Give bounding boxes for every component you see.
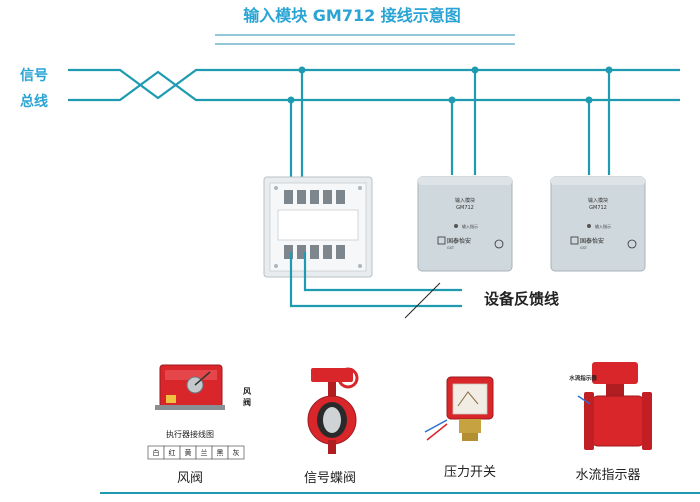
feedback-wire-a bbox=[289, 252, 462, 308]
module-3-led bbox=[587, 224, 591, 228]
junction bbox=[448, 96, 456, 104]
signal-bus bbox=[68, 68, 680, 192]
butterfly-valve-image bbox=[307, 367, 359, 454]
module-2-logo-box bbox=[437, 236, 446, 245]
module-3-model: GM712 bbox=[589, 205, 607, 211]
terminal-label: 白 bbox=[153, 448, 160, 457]
feedback-label: 设备反馈线 bbox=[484, 290, 559, 308]
module-3-indicator: 输入指示 bbox=[595, 223, 611, 229]
module-2-led bbox=[454, 224, 458, 228]
junction bbox=[287, 96, 295, 104]
input-module-2: 输入模块 GM712 输入指示 国泰怡安 GST bbox=[417, 176, 513, 272]
actuator-diagram-title: 执行器接线图 bbox=[166, 429, 214, 439]
junction bbox=[585, 96, 593, 104]
terminal-label: 灰 bbox=[233, 448, 240, 457]
module-2-ce-mark bbox=[494, 239, 504, 249]
module-2-brand-en: GST bbox=[447, 246, 455, 250]
terminal-label: 兰 bbox=[201, 448, 208, 457]
terminal-row-bottom bbox=[284, 245, 345, 259]
bus-label-bus: 总线 bbox=[20, 93, 48, 110]
module-2-name: 输入模块 bbox=[455, 197, 475, 204]
junction bbox=[298, 66, 306, 74]
module-3-brand-en: GST bbox=[580, 246, 588, 250]
terminal-label: 红 bbox=[169, 448, 176, 457]
feedback-wires bbox=[289, 252, 462, 308]
bus-label-signal: 信号 bbox=[20, 67, 48, 84]
terminal-row-top bbox=[284, 190, 345, 204]
module-3-name: 输入模块 bbox=[588, 197, 608, 204]
input-module-3: 输入模块 GM712 输入指示 国泰怡安 GST bbox=[550, 176, 646, 272]
junction bbox=[471, 66, 479, 74]
junction bbox=[605, 66, 613, 74]
bus-line-upper bbox=[68, 68, 680, 100]
module-2-indicator: 输入指示 bbox=[462, 223, 478, 229]
fire-damper-side-label-2: 阀 bbox=[243, 397, 251, 407]
bus-junctions bbox=[287, 66, 613, 104]
device-label-water-flow-indicator: 水流指示器 bbox=[575, 468, 640, 483]
feedback-wire-b bbox=[303, 252, 462, 292]
module-base-open bbox=[263, 176, 373, 278]
terminal-table bbox=[147, 445, 245, 460]
module-3-ce-mark bbox=[627, 239, 637, 249]
terminal-label: 黑 bbox=[217, 449, 224, 457]
device-label-fire-damper: 风阀 bbox=[177, 471, 203, 486]
terminal-label: 黄 bbox=[185, 448, 192, 457]
module-3-logo-box bbox=[570, 236, 579, 245]
device-label-butterfly-valve: 信号蝶阀 bbox=[304, 471, 356, 486]
pressure-switch-image bbox=[424, 376, 494, 441]
module-2-model: GM712 bbox=[456, 205, 474, 211]
bus-line-lower bbox=[68, 70, 680, 102]
fire-damper-image: 风 阀 执行器接线图 白 红 黄 兰 黑 灰 bbox=[147, 364, 251, 460]
module-2-brand: 国泰怡安 bbox=[447, 237, 471, 245]
feedback-slash bbox=[404, 282, 441, 319]
fire-damper-side-label-1: 风 bbox=[243, 387, 251, 396]
diagram-title: 输入模块 GM712 接线示意图 bbox=[243, 6, 461, 25]
water-flow-indicator-image: 水流指示器 bbox=[569, 362, 652, 450]
device-label-pressure-switch: 压力开关 bbox=[444, 465, 496, 480]
nameplate-text: 水流指示器 bbox=[569, 374, 597, 382]
module-3-brand: 国泰怡安 bbox=[580, 237, 604, 245]
